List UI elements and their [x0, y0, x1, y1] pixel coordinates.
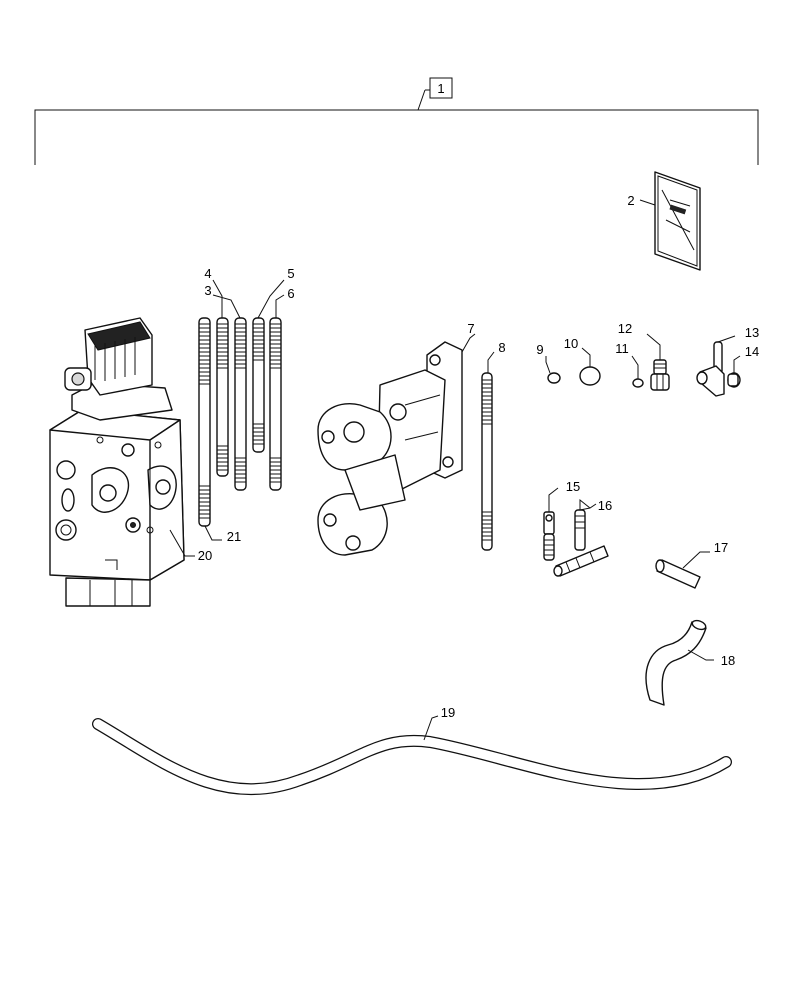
- callout-13: 13: [745, 325, 759, 340]
- valve-housing: 7: [317, 321, 476, 556]
- callout-8: 8: [498, 340, 505, 355]
- callout-2: 2: [627, 193, 634, 208]
- o-rings: 9 10 11: [536, 336, 644, 388]
- callout-1: 1: [437, 81, 444, 96]
- callout-11: 11: [615, 341, 629, 356]
- hose-sleeve: 17: [655, 540, 728, 589]
- callout-19: 19: [441, 705, 455, 720]
- callout-16: 16: [598, 498, 612, 513]
- callout-6: 6: [287, 286, 294, 301]
- callout-17: 17: [714, 540, 728, 555]
- callout-1-box: [429, 77, 453, 99]
- callout-7: 7: [467, 321, 474, 336]
- callout-20: 20: [198, 548, 212, 563]
- elbow-fitting: 13 14: [696, 325, 759, 397]
- callout-4: 4: [204, 266, 211, 281]
- tee-fitting: 16: [553, 498, 612, 577]
- formed-hose: 18: [645, 619, 735, 706]
- long-hose: 19: [92, 705, 732, 796]
- callout-3: 3: [204, 283, 211, 298]
- callout-12: 12: [618, 321, 632, 336]
- callout-9: 9: [536, 342, 543, 357]
- callout-10: 10: [564, 336, 578, 351]
- long-stud: 8: [481, 340, 506, 551]
- assembly-bracket: 1: [34, 77, 759, 165]
- plug-fitting: 12: [618, 321, 670, 391]
- callout-21: 21: [227, 529, 241, 544]
- callout-18: 18: [721, 653, 735, 668]
- control-valve: 20: [49, 317, 212, 607]
- adapter-fitting: 15: [543, 479, 580, 561]
- callout-5: 5: [287, 266, 294, 281]
- callout-15: 15: [566, 479, 580, 494]
- instruction-booklet: 2: [627, 171, 701, 271]
- callout-14: 14: [745, 344, 759, 359]
- tie-rods: 4 3 5 6 21: [198, 266, 295, 544]
